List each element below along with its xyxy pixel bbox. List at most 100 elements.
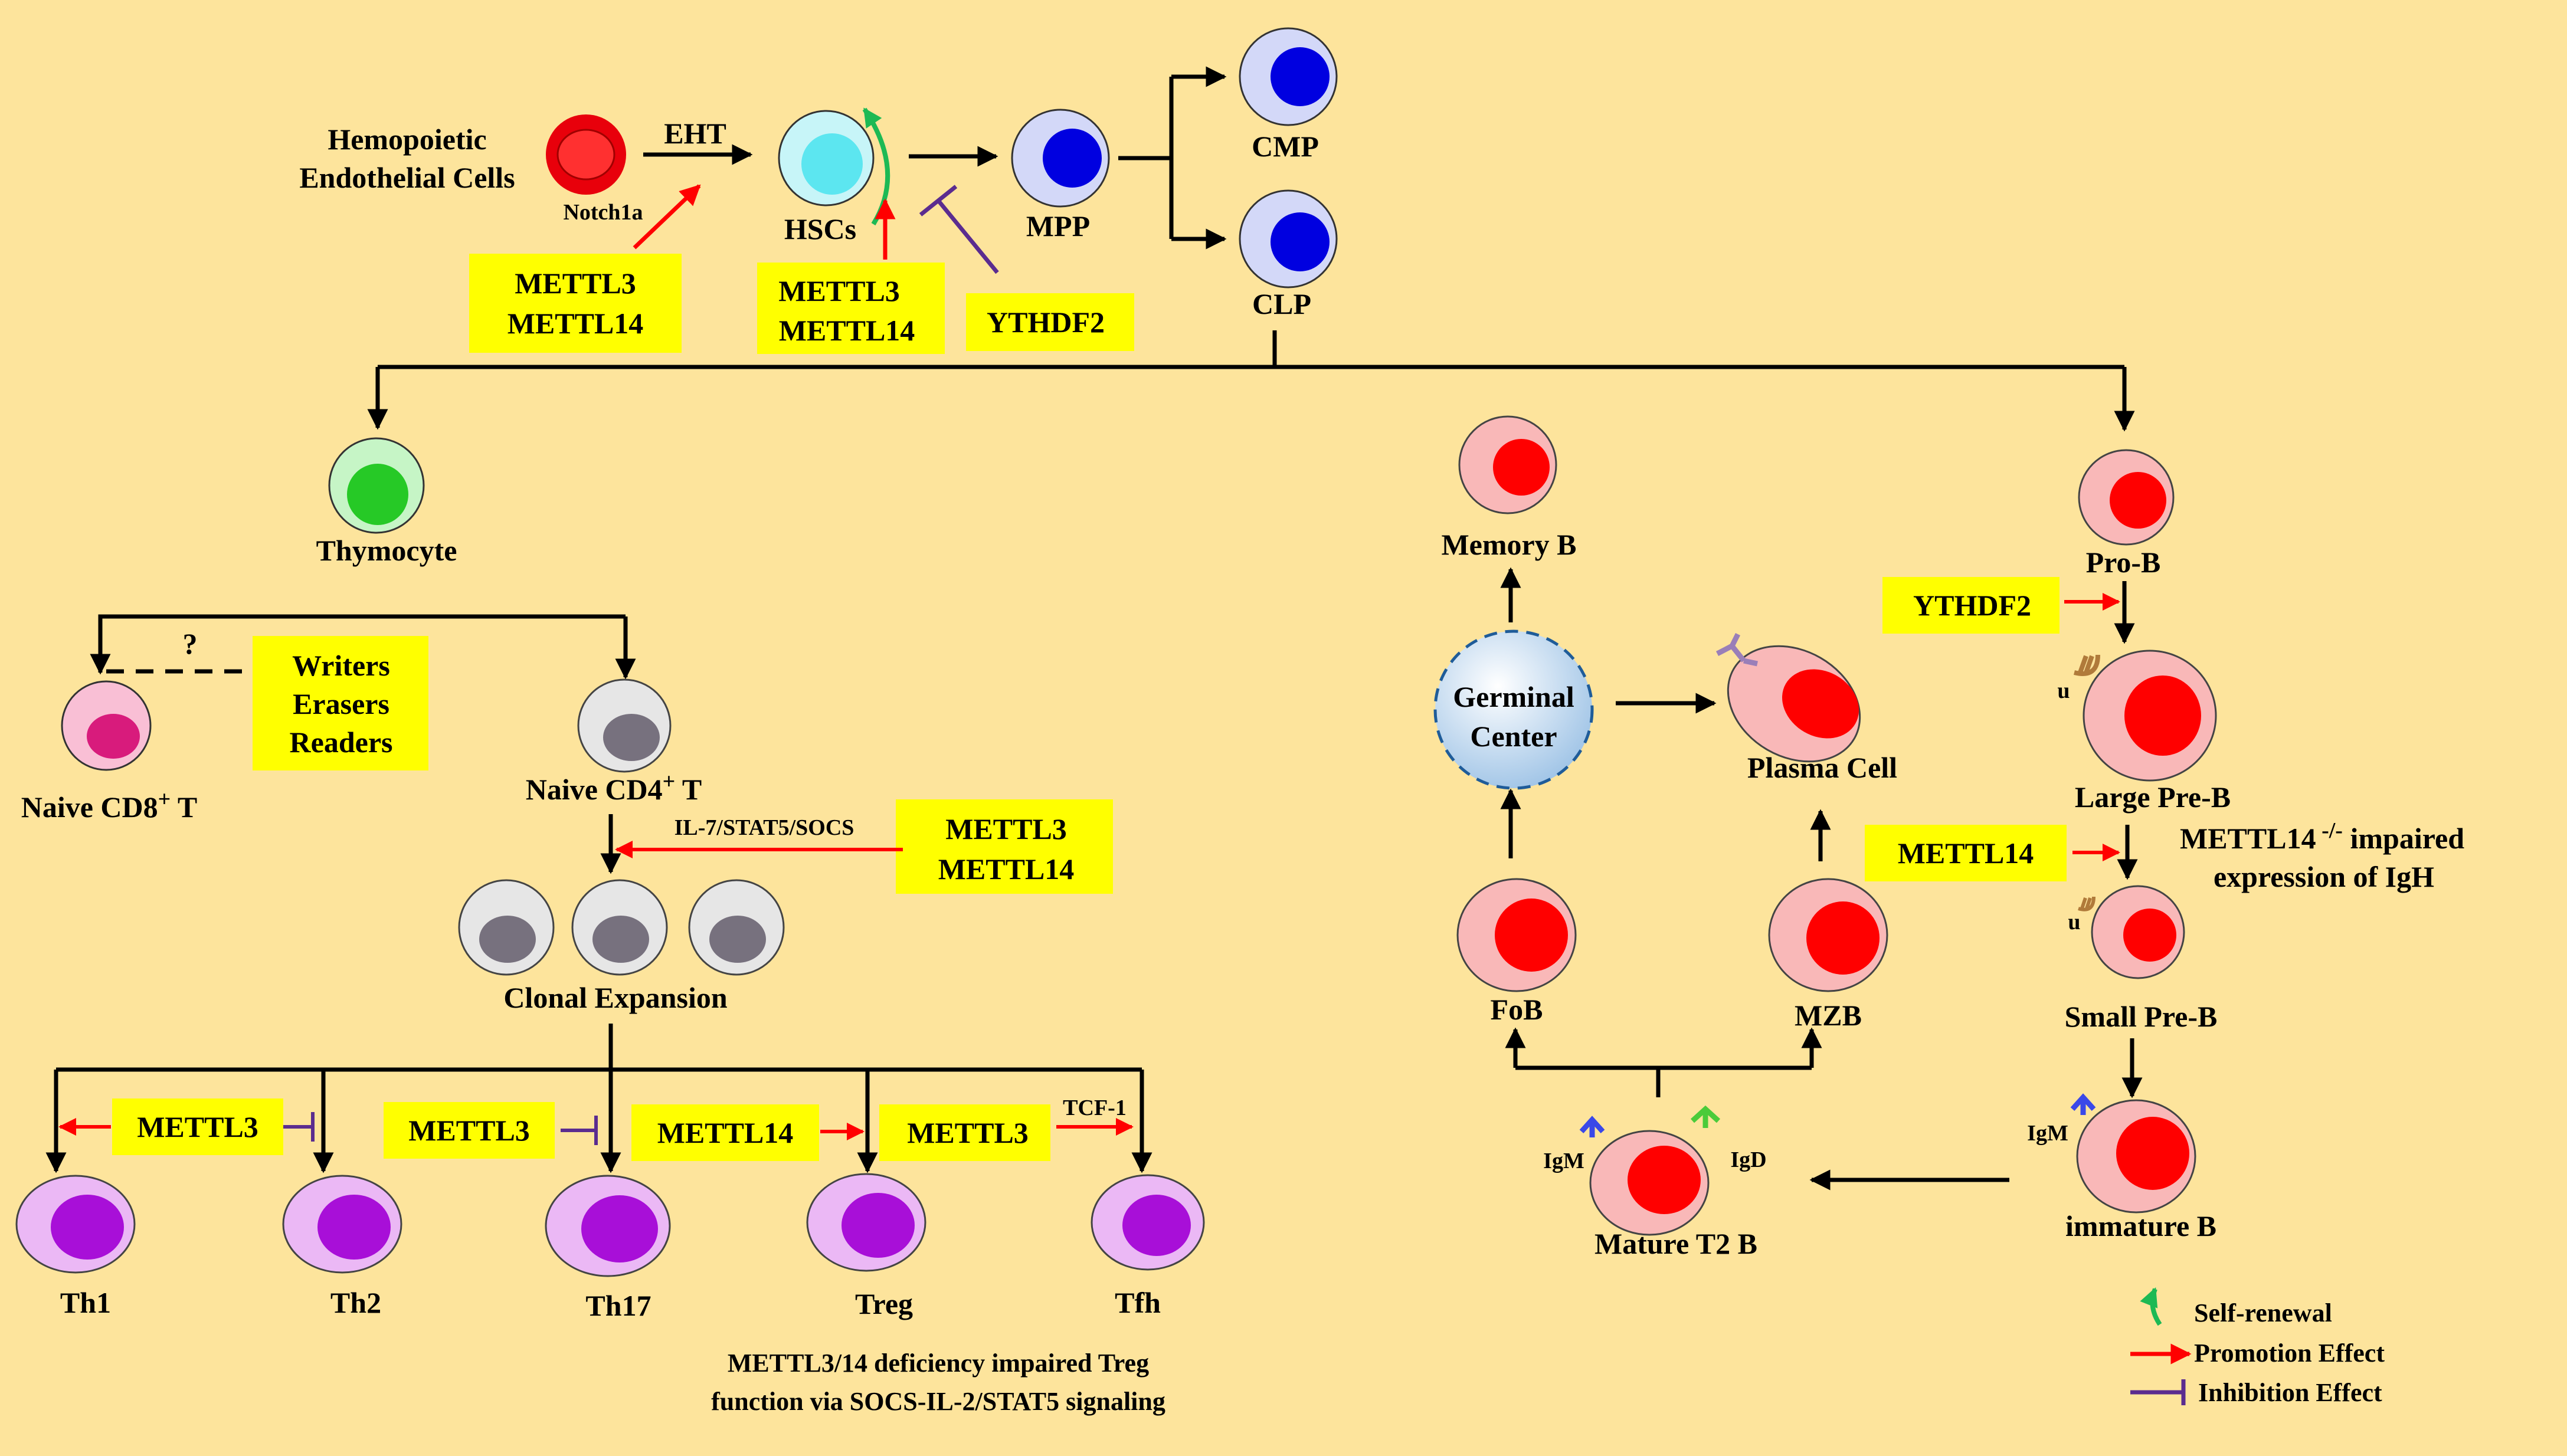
thymocyte-branch	[98, 614, 626, 619]
svg-text:Readers: Readers	[290, 726, 393, 759]
svg-text:METTL14: METTL14	[507, 307, 644, 340]
mu-chain-large-icon	[2074, 654, 2100, 676]
hsc-cell	[778, 110, 875, 206]
pro-b-cell	[2078, 449, 2175, 546]
svg-text:METTL3: METTL3	[778, 274, 900, 307]
mu-label-small: u	[2068, 910, 2080, 934]
large-pre-b-cell	[2083, 650, 2217, 782]
svg-text:METTL3: METTL3	[907, 1116, 1029, 1149]
mzb-label: MZB	[1795, 999, 1862, 1032]
hemopoietic-label-2: Endothelial Cells	[299, 161, 515, 194]
hscs-label: HSCs	[784, 212, 856, 245]
hemopoietic-endothelial-cell	[546, 114, 626, 195]
mature-t2-b-cell	[1589, 1130, 1710, 1236]
svg-text:METTL14: METTL14	[657, 1116, 794, 1149]
igd-label: IgD	[1730, 1147, 1766, 1172]
mettl3-mettl14-box-cd4: METTL3 METTL14	[896, 799, 1113, 894]
legend-promotion-label: Promotion Effect	[2194, 1339, 2385, 1368]
mu-label-large: u	[2057, 678, 2070, 703]
mu-chain-small-icon	[2078, 896, 2095, 911]
mettl3-inhibits-th2	[283, 1112, 315, 1142]
svg-text:Erasers: Erasers	[293, 687, 389, 720]
naive-cd4-t-label: Naive CD4+ T	[526, 769, 702, 806]
treg-note-line-2: function via SOCS-IL-2/STAT5 signaling	[711, 1387, 1165, 1416]
tfh-cell	[1091, 1174, 1205, 1271]
hemopoietic-endothelial-label: Hemopoietic Endothelial Cells	[299, 123, 515, 194]
immature-b-cell	[2076, 1099, 2196, 1214]
antibody-icon	[1715, 632, 1758, 667]
plasma-cell	[1727, 645, 1861, 763]
svg-text:YTHDF2: YTHDF2	[1913, 589, 2031, 622]
treg-note-line-1: METTL3/14 deficiency impaired Treg	[728, 1349, 1149, 1378]
unknown-regulation-mark: ?	[183, 627, 198, 660]
svg-text:YTHDF2: YTHDF2	[987, 306, 1105, 339]
igm-receptor-left-icon	[1579, 1116, 1605, 1137]
expansion-branch	[56, 1024, 1142, 1072]
germinal-center: Germinal Center	[1433, 629, 1594, 790]
mettl3-mettl14-box-hsc: METTL3 METTL14	[757, 263, 945, 354]
mature-t2-b-label: Mature T2 B	[1594, 1227, 1757, 1260]
clp-cell	[1239, 189, 1338, 288]
small-pre-b-label: Small Pre-B	[2065, 1000, 2218, 1033]
mettl3-inhibits-th17	[561, 1116, 598, 1145]
small-pre-b-cell	[2091, 885, 2185, 979]
svg-text:Germinal: Germinal	[1453, 680, 1574, 713]
immature-b-label: immature B	[2065, 1209, 2216, 1242]
svg-text:Writers: Writers	[292, 649, 390, 682]
legend-inhibition-label: Inhibition Effect	[2198, 1378, 2382, 1407]
ythdf2-box-prob: YTHDF2	[1882, 577, 2060, 634]
igm-label-left: IgM	[1543, 1149, 1584, 1173]
thymocyte-label: Thymocyte	[316, 534, 457, 567]
clp-label: CLP	[1252, 287, 1311, 320]
th17-label: Th17	[585, 1289, 651, 1322]
naive-cd8-t-cell	[61, 680, 152, 771]
eht-label: EHT	[664, 117, 726, 150]
tfh-label: Tfh	[1115, 1286, 1161, 1319]
plasma-cell-label: Plasma Cell	[1747, 751, 1897, 784]
mzb-cell	[1768, 878, 1888, 992]
treg-cell	[806, 1173, 926, 1272]
t2-branch	[1515, 1065, 1812, 1097]
il7-stat5-socs-label: IL-7/STAT5/SOCS	[675, 815, 854, 840]
naive-cd8-t-label: Naive CD8+ T	[21, 787, 198, 824]
igm-label-right: IgM	[2027, 1121, 2068, 1146]
svg-text:Center: Center	[1470, 720, 1557, 753]
mettl14-box-treg: METTL14	[631, 1104, 819, 1161]
writers-erasers-readers-box: Writers Erasers Readers	[253, 636, 428, 770]
legend: Self-renewal Promotion Effect Inhibition…	[2130, 1287, 2385, 1407]
igm-receptor-right-icon	[2070, 1093, 2096, 1115]
legend-inhibition-icon	[2130, 1379, 2186, 1405]
ythdf2-inhibits-hsc	[919, 185, 999, 274]
memory-b-label: Memory B	[1441, 528, 1576, 561]
svg-text:METTL14: METTL14	[938, 852, 1075, 886]
fob-cell	[1456, 878, 1577, 992]
mpp-branch	[1118, 77, 1174, 239]
hemopoietic-label-1: Hemopoietic	[328, 123, 486, 156]
svg-text:METTL14: METTL14	[779, 314, 915, 347]
th1-cell	[15, 1175, 136, 1274]
notch1a-label: Notch1a	[563, 200, 643, 225]
svg-text:METTL3: METTL3	[945, 812, 1067, 845]
mettl14-ko-note-line-1: METTL14 -/- impaired	[2180, 818, 2464, 855]
mpp-label: MPP	[1026, 209, 1090, 242]
fob-label: FoB	[1491, 993, 1543, 1026]
th1-label: Th1	[60, 1286, 111, 1319]
clonal-expansion-label: Clonal Expansion	[503, 981, 728, 1014]
pro-b-label: Pro-B	[2086, 546, 2161, 579]
mpp-cell	[1011, 109, 1110, 208]
svg-text:METTL14: METTL14	[1898, 837, 2034, 870]
cmp-label: CMP	[1252, 130, 1319, 163]
th2-label: Th2	[330, 1286, 381, 1319]
svg-text:METTL3: METTL3	[137, 1110, 258, 1143]
th2-cell	[282, 1175, 402, 1274]
mettl3-mettl14-box-eht: METTL3 METTL14	[469, 254, 682, 353]
mettl3-box-th1-th2: METTL3	[112, 1098, 283, 1155]
naive-cd4-t-cell	[577, 678, 672, 773]
svg-text:METTL3: METTL3	[515, 267, 636, 300]
ythdf2-box-hsc: YTHDF2	[966, 293, 1134, 351]
legend-self-renewal-icon	[2140, 1287, 2162, 1326]
clp-branch	[378, 330, 2124, 369]
tcf1-label: TCF-1	[1063, 1096, 1127, 1120]
mettl14-box-preb: METTL14	[1865, 825, 2067, 881]
